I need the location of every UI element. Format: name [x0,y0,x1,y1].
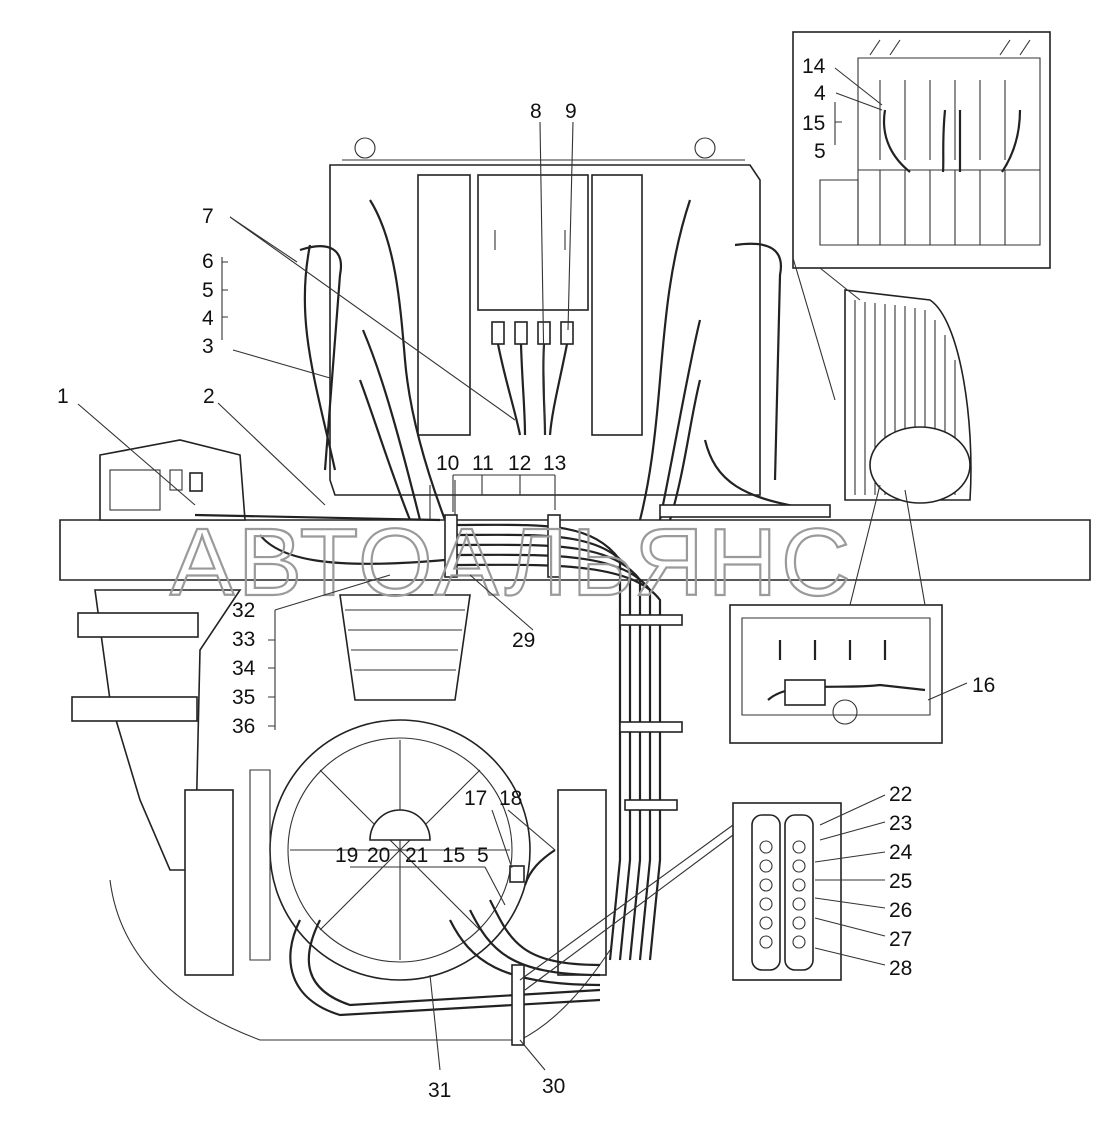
callout-14: 14 [802,55,826,78]
detail-pointer-lines [519,257,926,991]
callout-8: 8 [530,100,542,123]
callout-31: 31 [428,1079,451,1102]
inset-battery-top [792,31,1051,269]
callout-4-inset: 4 [814,82,826,105]
callout-29: 29 [512,629,535,652]
callout-5-lower: 5 [477,844,489,867]
callout-15-inset: 15 [802,112,825,135]
callout-15: 15 [442,844,465,867]
callout-26: 26 [889,899,912,922]
callout-10: 10 [436,452,459,475]
callout-5: 5 [202,279,214,302]
callout-21: 21 [405,844,428,867]
callout-23: 23 [889,812,912,835]
battery-box [299,137,821,521]
callout-34: 34 [232,657,256,680]
frame-structure [59,439,1091,1041]
inset-battery-terminals [729,604,943,744]
callout-36: 36 [232,715,255,738]
inset-terminal-strip [732,802,842,981]
callout-35: 35 [232,686,255,709]
callout-3: 3 [202,335,214,358]
callout-33: 33 [232,628,255,651]
callout-24: 24 [889,841,913,864]
callout-leaders [77,67,968,1071]
callout-17: 17 [464,787,487,810]
watermark-text: АВТОАЛЬЯНС [170,509,854,616]
callout-20: 20 [367,844,390,867]
callout-22: 22 [889,783,912,806]
callout-11: 11 [472,452,494,475]
radiator [844,289,972,504]
callout-19: 19 [335,844,358,867]
callout-13: 13 [543,452,566,475]
callout-12: 12 [508,452,531,475]
callout-6: 6 [202,250,214,273]
callout-27: 27 [889,928,912,951]
callout-16: 16 [972,674,995,697]
callout-numbers: 1 2 3 4 5 6 7 8 9 10 11 12 13 14 4 15 5 … [57,55,995,1102]
callout-32: 32 [232,599,255,622]
callout-25: 25 [889,870,912,893]
callout-7: 7 [202,205,214,228]
callout-28: 28 [889,957,912,980]
callout-18: 18 [499,787,522,810]
callout-9: 9 [565,100,577,123]
callout-5-inset: 5 [814,140,826,163]
callout-1: 1 [57,385,69,408]
cable-harness [194,504,831,1046]
callout-30: 30 [542,1075,565,1098]
callout-4: 4 [202,307,214,330]
callout-2: 2 [203,385,215,408]
